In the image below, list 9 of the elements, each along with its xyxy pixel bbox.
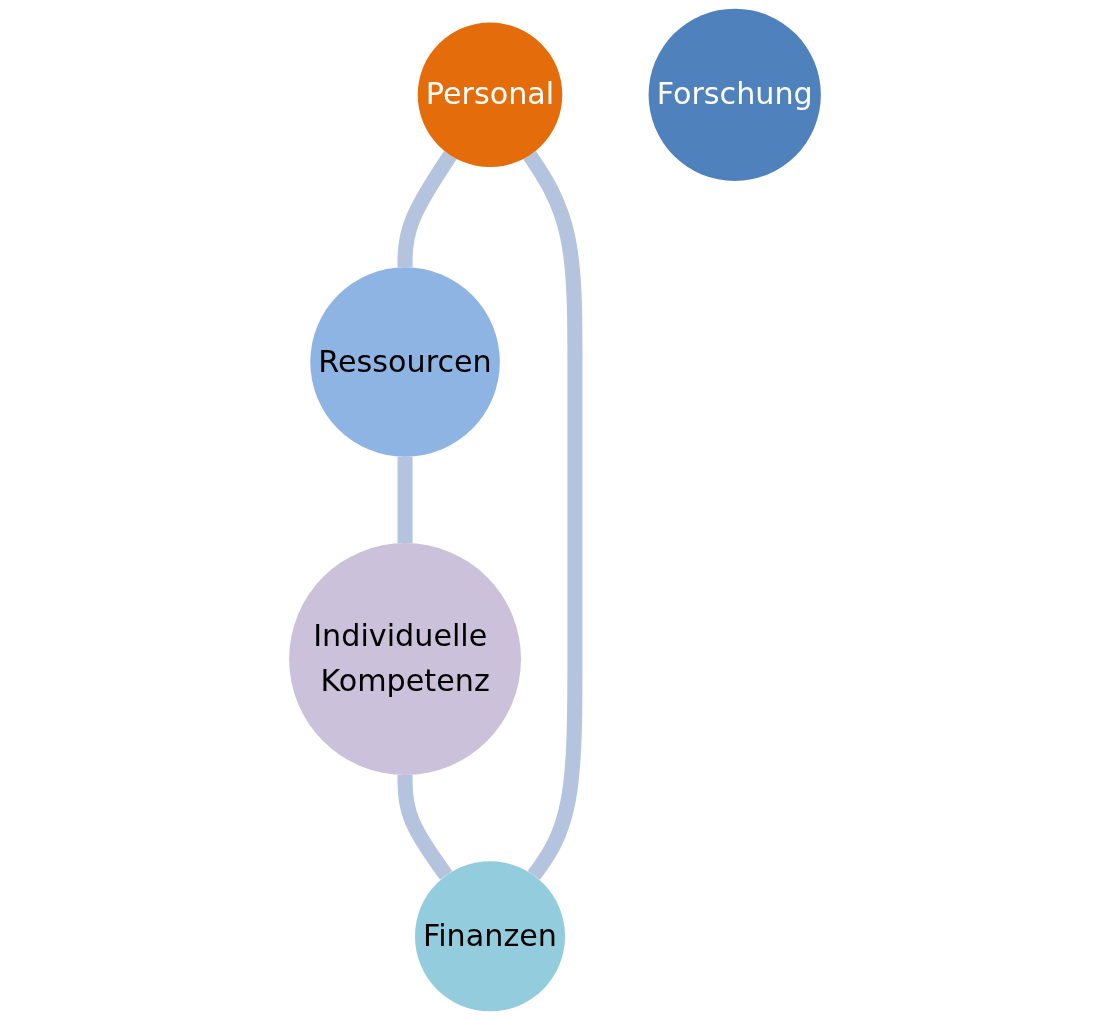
node-circle: Finanzen: [414, 861, 566, 1012]
connector: [523, 151, 583, 880]
node-circle: Forschung: [648, 8, 821, 181]
node-circle: Individuelle Kompetenz: [289, 543, 521, 775]
connector: [397, 151, 457, 268]
node-circle: Ressourcen: [310, 267, 500, 457]
connector: [397, 456, 413, 544]
node-circle: Personal: [417, 22, 563, 168]
connector: [397, 774, 453, 880]
